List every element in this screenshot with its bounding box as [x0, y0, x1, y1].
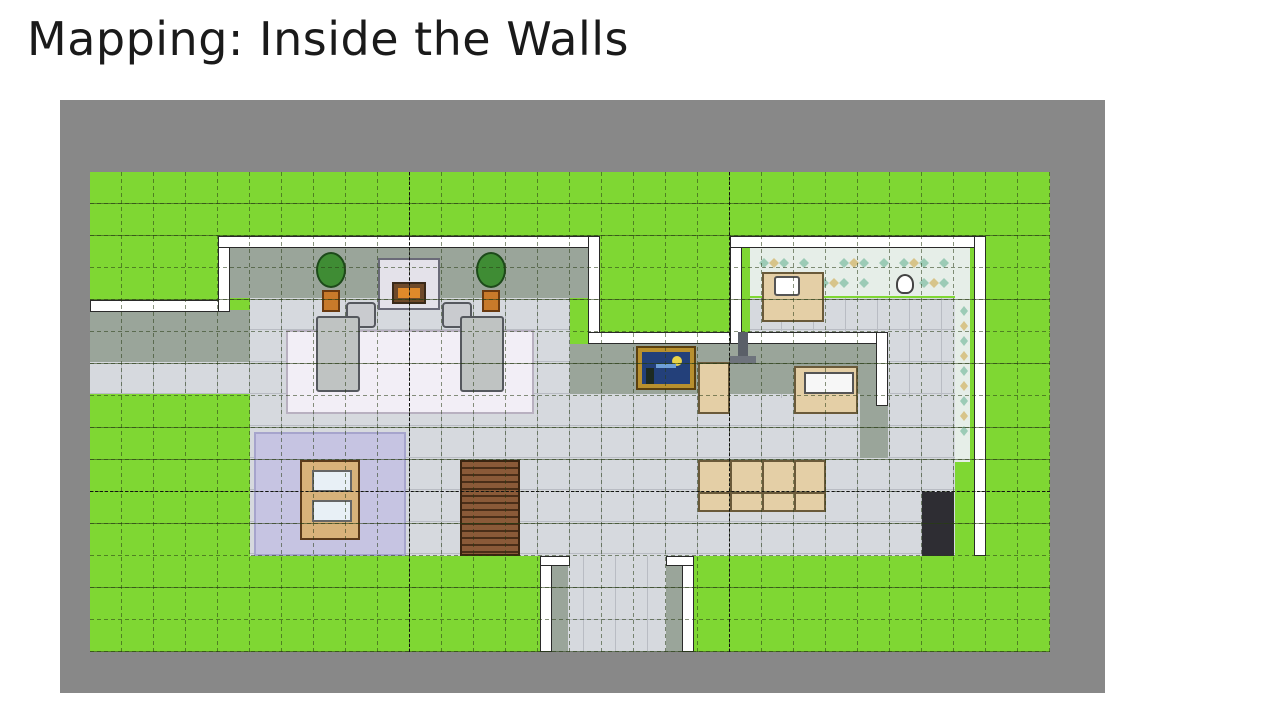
starry-night-painting-icon: [636, 346, 696, 390]
armchair: [460, 316, 504, 392]
wall-bath-top: [730, 236, 986, 248]
hall-wall-face: [90, 310, 250, 362]
dark-doorway: [922, 492, 954, 556]
potted-plant-icon: [314, 252, 346, 312]
toilet-icon: [896, 274, 914, 294]
wall-kitchen-top: [588, 332, 740, 344]
dining-counter: [698, 460, 826, 512]
slide-title: Mapping: Inside the Walls: [27, 12, 629, 66]
bath-side-tile-pattern: [960, 306, 968, 436]
wall-entrance-cap-right: [666, 556, 694, 566]
section-divider: [409, 172, 410, 652]
wall-bath-partition: [742, 332, 888, 344]
wall-entrance-right: [682, 556, 694, 652]
wall-bath-right: [974, 236, 986, 556]
wall-bath-partition-down: [876, 332, 888, 406]
entrance-wall-right: [666, 566, 682, 652]
potted-plant-icon: [474, 252, 506, 312]
wall-bath-left: [730, 236, 742, 344]
sink-icon: [762, 272, 824, 322]
section-divider: [729, 172, 730, 652]
bed-icon: [300, 460, 360, 540]
entrance-wall-left: [552, 566, 568, 652]
wall-living-right: [588, 236, 600, 344]
cabinet: [698, 362, 730, 414]
entrance-floor: [552, 556, 666, 652]
wall-entrance-left: [540, 556, 552, 652]
map-editor-frame: [60, 100, 1105, 693]
hall-floor: [90, 362, 250, 394]
armchair: [316, 316, 360, 392]
wall-entrance-cap-left: [540, 556, 570, 566]
map-canvas[interactable]: [90, 172, 1050, 652]
kitchen-counter: [794, 366, 858, 414]
floor-lamp-base: [730, 356, 756, 364]
wall-hall-top: [90, 300, 230, 312]
staircase-icon: [460, 460, 520, 556]
section-divider: [90, 491, 1050, 492]
